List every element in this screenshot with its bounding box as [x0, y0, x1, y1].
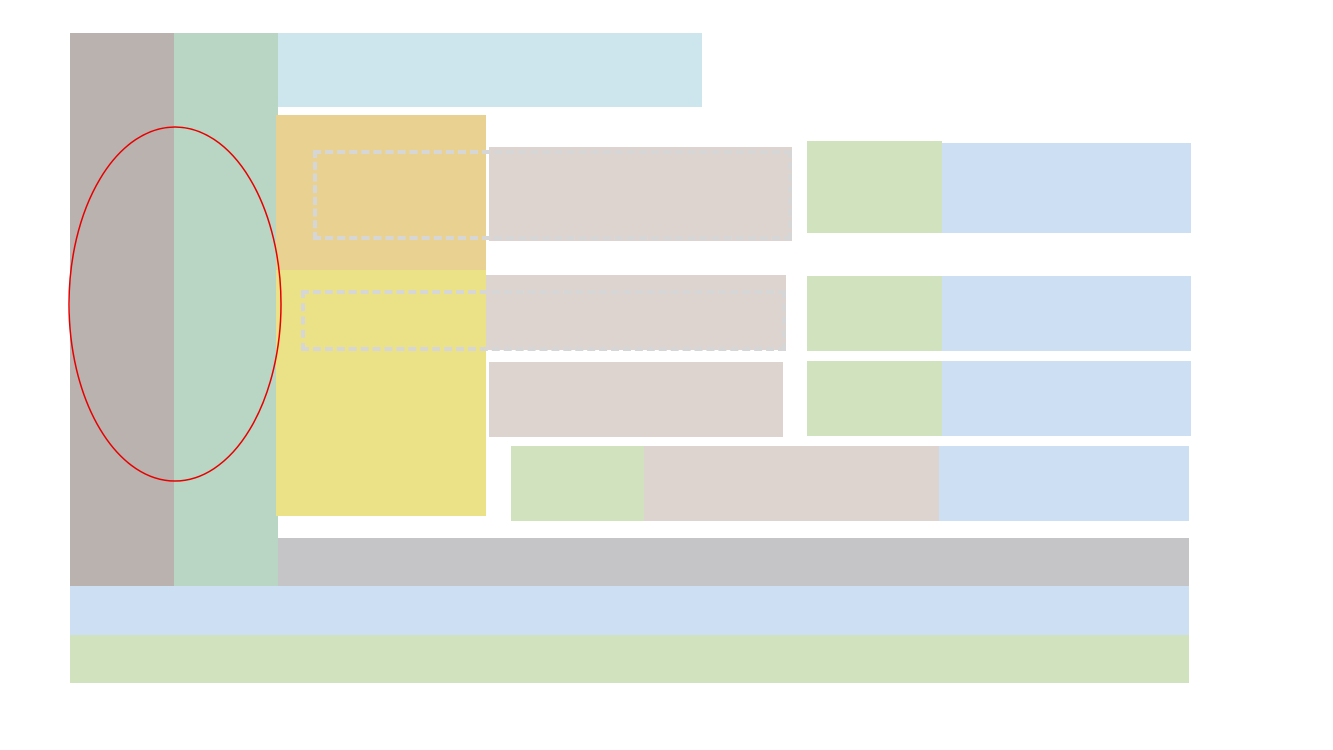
yellow-block — [276, 270, 486, 516]
grey-bar — [278, 538, 1189, 586]
row4-beige-block — [644, 446, 939, 521]
row1-dashed-frame — [313, 150, 792, 240]
green-bar — [70, 635, 1189, 683]
left-column-grey — [70, 33, 174, 586]
row2-dashed-frame — [301, 290, 786, 351]
row3-blue-block — [942, 361, 1191, 436]
row3-beige-block — [489, 362, 783, 437]
header-block — [278, 33, 702, 107]
left-column-green — [174, 33, 278, 586]
row2-blue-block — [942, 276, 1191, 351]
blue-bar — [70, 586, 1189, 635]
row2-green-block — [807, 276, 942, 351]
row3-green-block — [807, 361, 942, 436]
row1-blue-block — [942, 143, 1191, 233]
orange-block — [276, 115, 486, 270]
row1-beige-block — [489, 147, 792, 241]
row1-green-block — [807, 141, 942, 233]
row2-beige-block — [486, 275, 786, 350]
row4-green-block — [511, 446, 644, 521]
row4-blue-block — [939, 446, 1189, 521]
